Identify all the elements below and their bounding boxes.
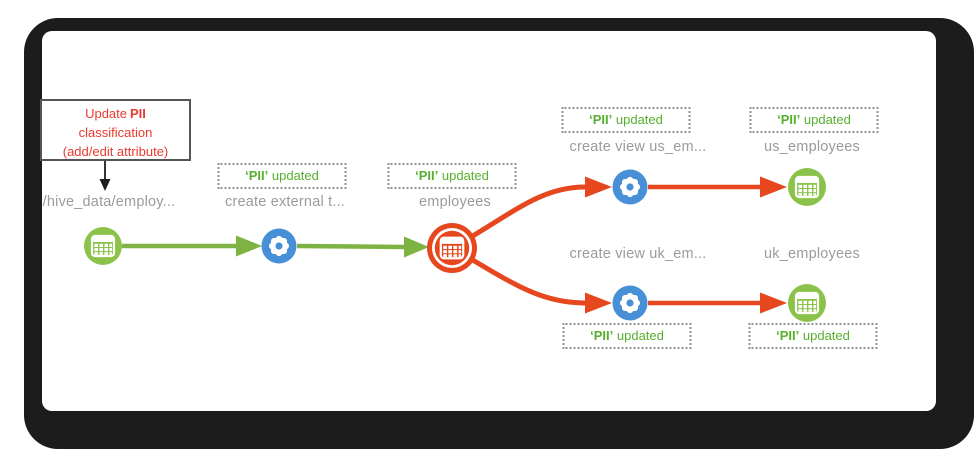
node-create-view-us-operation[interactable]: [612, 169, 648, 205]
node-employees-table[interactable]: [427, 223, 477, 273]
node-create-view-uk-operation[interactable]: [612, 285, 648, 321]
edge-create-view-us-to-us-employees: [648, 176, 787, 198]
table-icon: [794, 175, 820, 199]
arrowhead-icon: [236, 235, 262, 257]
annotation-line3: (add/edit attribute): [62, 143, 169, 159]
annotation-line2: classification: [78, 124, 153, 140]
edge-source-to-create-external: [122, 235, 262, 257]
arrowhead-icon: [760, 292, 787, 314]
label-create-view-us: create view us_em...: [569, 139, 707, 155]
edge-create-view-uk-to-uk-employees: [648, 292, 787, 314]
arrowhead-icon: [585, 292, 612, 314]
table-icon: [90, 234, 116, 258]
node-source-hdfs[interactable]: [84, 227, 122, 265]
edge-employees-to-create-view-uk: [469, 256, 612, 314]
node-us-employees-table[interactable]: [788, 168, 826, 206]
label-employees: employees: [419, 194, 491, 210]
annotation-arrow-icon: [99, 161, 111, 191]
badge-pii-updated-create-view-us: ‘PII’ updated: [561, 107, 691, 133]
label-create-external: create external t...: [224, 194, 346, 210]
label-create-view-uk: create view uk_em...: [569, 246, 707, 262]
badge-pii-updated-us-employees: ‘PII’ updated: [749, 107, 879, 133]
edge-employees-to-create-view-us: [469, 176, 612, 240]
table-icon: [439, 236, 465, 260]
edge-create-external-to-employees: [296, 236, 429, 258]
arrowhead-icon: [404, 236, 429, 258]
badge-pii-updated-create-external: ‘PII’ updated: [217, 163, 347, 189]
label-us-employees: us_employees: [764, 139, 860, 155]
label-uk-employees: uk_employees: [764, 246, 860, 262]
node-uk-employees-table[interactable]: [788, 284, 826, 322]
badge-pii-updated-create-view-uk: ‘PII’ updated: [562, 323, 692, 349]
arrowhead-icon: [760, 176, 787, 198]
badge-pii-updated-uk-employees: ‘PII’ updated: [748, 323, 878, 349]
node-create-external-operation[interactable]: [261, 228, 297, 264]
table-icon: [794, 291, 820, 315]
badge-pii-updated-employees: ‘PII’ updated: [387, 163, 517, 189]
arrowhead-icon: [585, 176, 612, 198]
label-source-hdfs: /hive_data/employ...: [42, 194, 176, 210]
